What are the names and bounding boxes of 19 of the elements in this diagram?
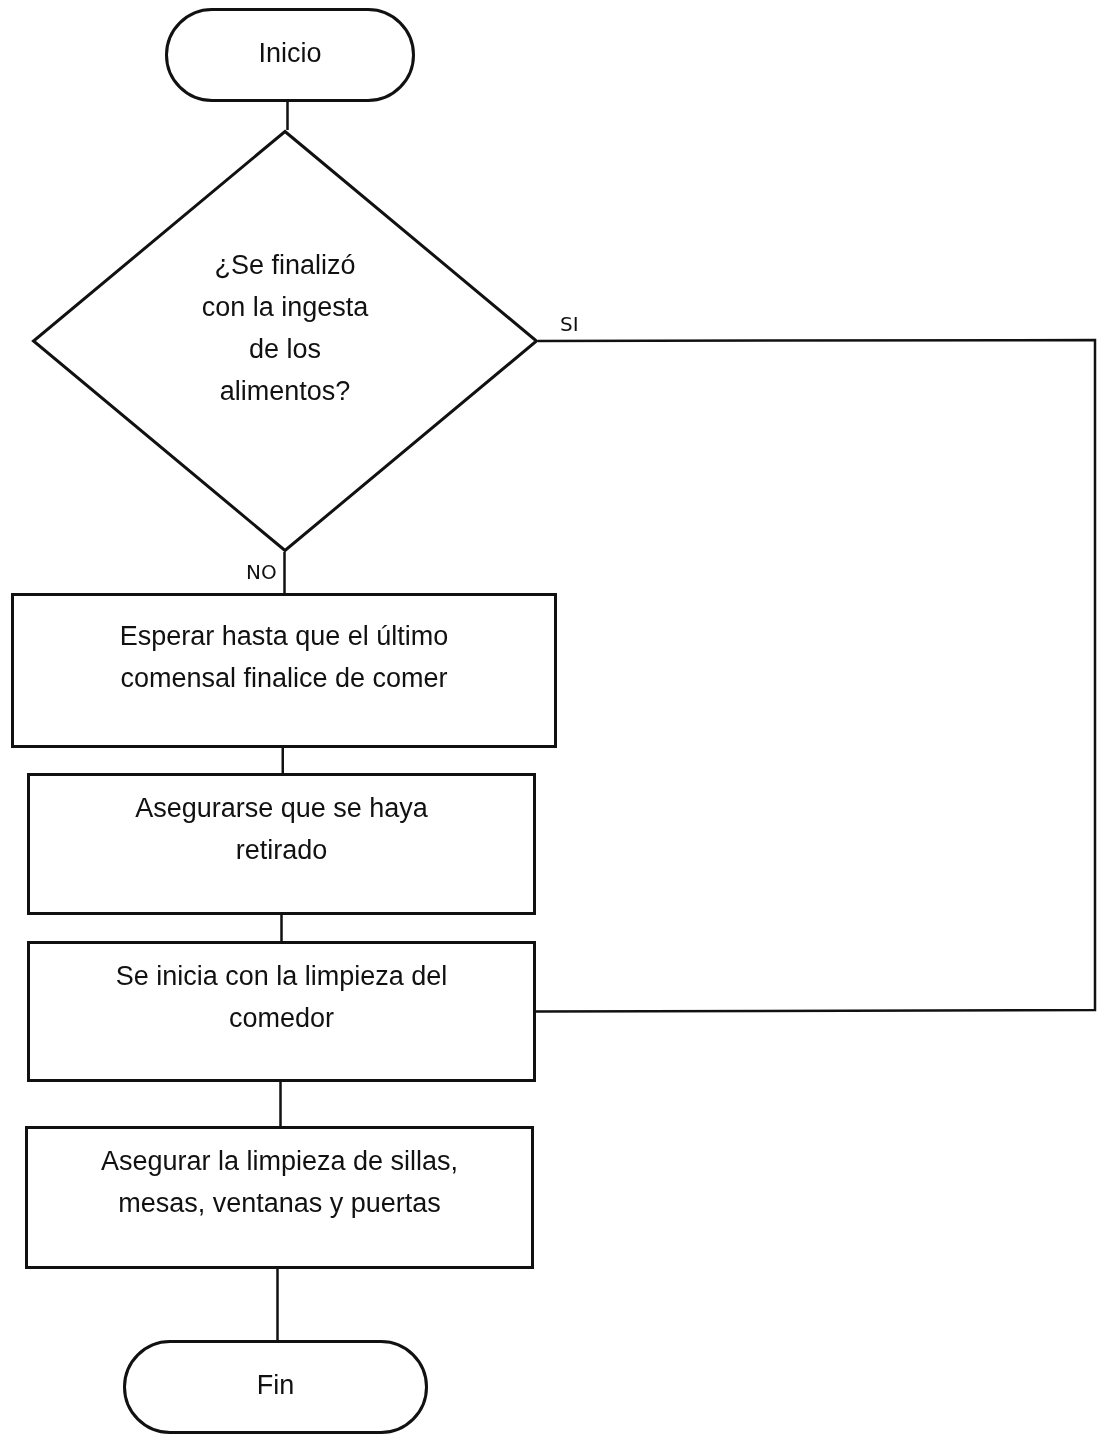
process-text: Asegurar la limpieza de sillas, mesas, ventanas y puertas	[99, 1145, 460, 1220]
connector-line	[280, 915, 283, 941]
process-box	[25, 1126, 534, 1269]
decision-text: ¿Se finalizó con la ingesta de los alimentos?	[200, 249, 370, 408]
terminal-text: Inicio	[258, 37, 322, 70]
process-box	[27, 773, 536, 915]
connector-line	[276, 1269, 279, 1340]
connector-line	[279, 1082, 282, 1126]
connector-line	[281, 748, 284, 773]
connector-line	[286, 102, 289, 130]
process-box	[11, 593, 557, 748]
process-box	[27, 941, 536, 1082]
connector-line	[536, 338, 1097, 1013]
terminal-text: Fin	[256, 1369, 295, 1402]
connector-line	[283, 552, 286, 593]
process-text: Asegurarse que se haya retirado	[134, 792, 429, 867]
process-text: Esperar hasta que el último comensal finalice de comer	[118, 620, 450, 695]
process-text: Se inicia con la limpieza del comedor	[114, 960, 449, 1035]
decision-diamond	[32, 130, 538, 552]
